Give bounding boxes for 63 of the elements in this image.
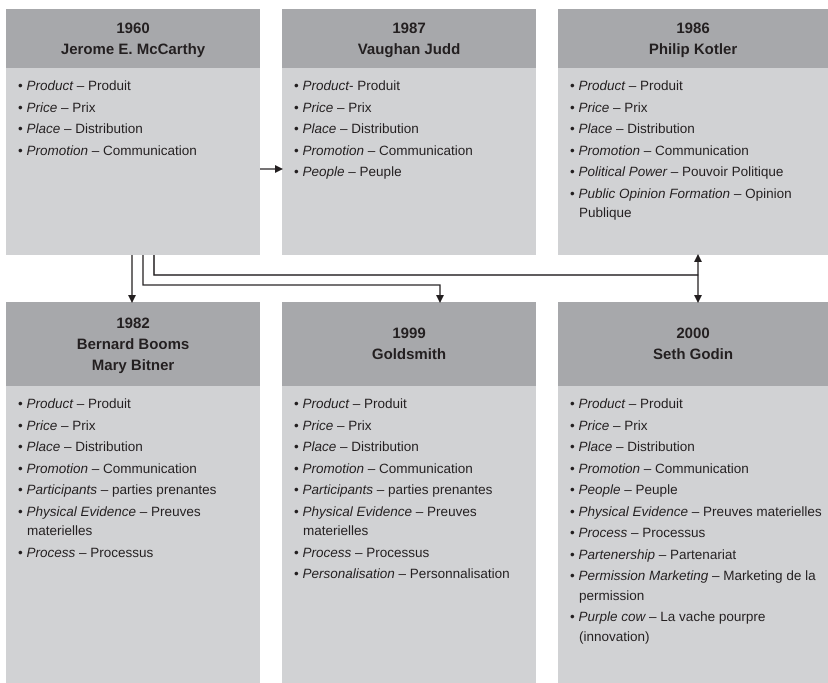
author-name: Seth Godin: [653, 345, 733, 365]
bullet-item: • Product – Produit: [18, 77, 132, 95]
author-name: Philip Kotler: [648, 40, 738, 60]
bullet-item: • Public Opinion Formation – Opinion Publique: [570, 184, 793, 222]
connector-arrow: [142, 255, 444, 303]
year-label: 1987: [392, 18, 426, 38]
bullet-item: • Price – Prix: [570, 98, 649, 116]
bullet-item: • Product- Produit: [294, 77, 402, 95]
author-panel: [6, 9, 260, 255]
bullet-item: • Promotion – Communication: [294, 460, 474, 478]
bullet-item: • Price – Prix: [570, 416, 649, 434]
year-label: 1982: [116, 314, 150, 334]
connector-arrow: [128, 255, 136, 303]
bullet-item: • Product – Produit: [18, 395, 132, 413]
bullet-item: • Purple cow – La vache pourpre (innovation): [570, 608, 766, 646]
author-panel: [282, 302, 536, 683]
bullet-item: • Promotion – Communication: [294, 142, 474, 160]
bullet-item: • Place – Distribution: [570, 438, 696, 456]
bullet-item: • Process – Processus: [294, 544, 430, 562]
year-label: 1960: [116, 18, 150, 38]
bullet-item: • Promotion – Communication: [18, 460, 198, 478]
bullet-item: • Partenership – Partenariat: [570, 546, 738, 564]
bullet-item: • Process – Processus: [570, 524, 706, 542]
author-panel: [6, 302, 260, 683]
bullet-item: • Physical Evidence – Preuves materielles: [570, 502, 822, 521]
bullet-item: • Physical Evidence – Preuves materielles: [294, 502, 478, 540]
author-panel: [282, 9, 536, 255]
year-label: 1986: [676, 18, 710, 38]
bullet-item: • Price – Prix: [18, 416, 97, 434]
bullet-item: • People – Peuple: [294, 163, 403, 181]
author-name: Goldsmith: [372, 345, 446, 365]
bullet-item: • Permission Marketing – Marketing de la permission: [570, 567, 817, 605]
connector-arrow: [153, 255, 702, 303]
bullet-item: • Place – Distribution: [294, 120, 420, 138]
bullet-item: • Product – Produit: [570, 77, 684, 95]
bullet-item: • Place – Distribution: [294, 438, 420, 456]
connector-arrow: [260, 165, 283, 173]
bullet-item: • Participants – parties prenantes: [18, 481, 218, 499]
bullet-item: • Promotion – Communication: [18, 142, 198, 160]
author-name: Jerome E. McCarthy: [60, 40, 206, 60]
bullet-item: • Place – Distribution: [18, 120, 144, 138]
year-label: 2000: [676, 324, 710, 344]
bullet-item: • Promotion – Communication: [570, 460, 750, 478]
author-name: Mary Bitner: [92, 356, 174, 376]
bullet-item: • Product – Produit: [570, 395, 684, 413]
bullet-item: • People – Peuple: [570, 481, 679, 499]
bullet-item: • Process – Processus: [18, 544, 154, 562]
bullet-item: • Price – Prix: [294, 98, 373, 116]
bullet-item: • Place – Distribution: [18, 438, 144, 456]
bullet-item: • Physical Evidence – Preuves materielles: [18, 502, 202, 540]
author-name: Vaughan Judd: [358, 40, 460, 60]
author-panel: [558, 9, 828, 255]
bullet-item: • Political Power – Pouvoir Politique: [570, 163, 784, 181]
bullet-item: • Participants – parties prenantes: [294, 481, 494, 499]
bullet-item: • Price – Prix: [18, 98, 97, 116]
bullet-item: • Price – Prix: [294, 416, 373, 434]
bullet-item: • Place – Distribution: [570, 120, 696, 138]
author-name: Bernard Booms: [76, 334, 190, 354]
bullet-item: • Personalisation – Personnalisation: [294, 565, 511, 583]
year-label: 1999: [392, 324, 426, 344]
author-panel: [558, 302, 828, 683]
bullet-item: • Product – Produit: [294, 395, 408, 413]
bullet-item: • Promotion – Communication: [570, 142, 750, 160]
